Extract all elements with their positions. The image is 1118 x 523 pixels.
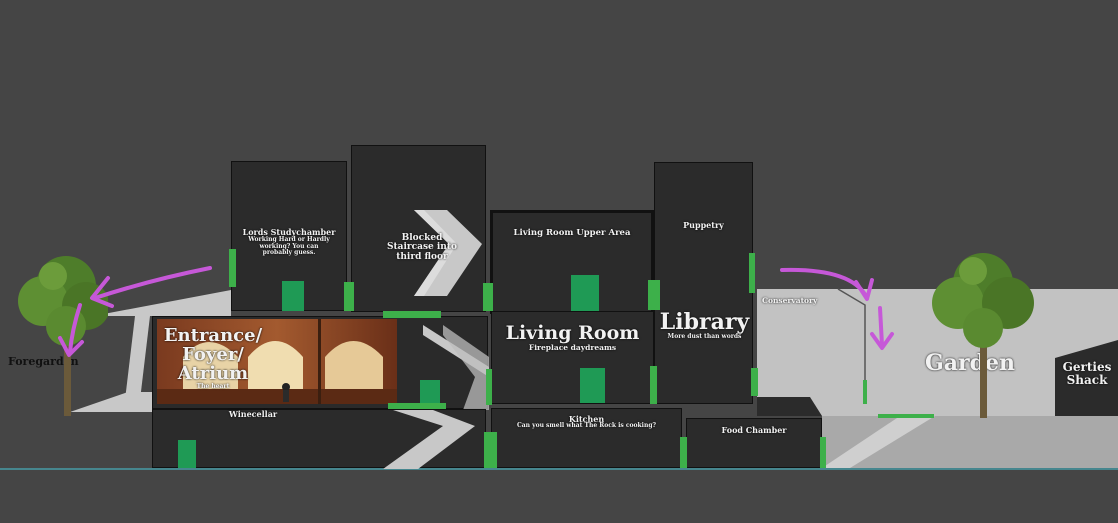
living-room-subtitle: Fireplace daydreams	[528, 342, 617, 352]
door-marker[interactable]	[751, 368, 758, 396]
foregarden-ramp-post	[125, 316, 150, 400]
blocked-staircase-label: Blocked Staircase into third floor	[386, 233, 457, 262]
door-block[interactable]	[178, 440, 196, 468]
door-marker[interactable]	[878, 414, 934, 418]
room-entrance-foyer-atrium[interactable]: Entrance/ Foyer/ Atrium The heart	[152, 316, 489, 410]
gerties-shack-label: Gerties Shack	[1062, 360, 1112, 387]
door-marker[interactable]	[229, 249, 236, 287]
tree-icon	[932, 253, 1034, 418]
lords-studychamber-label: Lords Studychamber Working Hard or Hardl…	[234, 228, 344, 256]
kitchen-label: Kitchen Can you smell what The Rock is c…	[492, 415, 681, 430]
winecellar-label: Winecellar	[228, 409, 278, 419]
door-marker[interactable]	[749, 253, 755, 293]
room-kitchen[interactable]: Kitchen Can you smell what The Rock is c…	[491, 408, 682, 468]
kitchen-subtitle: Can you smell what The Rock is cooking?	[516, 422, 657, 430]
door-marker[interactable]	[680, 437, 687, 468]
living-room-upper-label: Living Room Upper Area	[513, 228, 631, 238]
staircase-chevron-icon	[414, 210, 482, 296]
room-food-chamber[interactable]: Food Chamber	[686, 418, 822, 468]
door-block[interactable]	[571, 275, 599, 311]
gerties-shack-block	[1055, 340, 1118, 416]
foregarden-label: Foregarden	[8, 355, 79, 368]
door-marker[interactable]	[383, 311, 441, 318]
foyer-interior-image	[157, 319, 489, 410]
garden-label: Garden	[924, 350, 1015, 376]
conservatory-corner	[757, 397, 822, 416]
room-blocked-staircase[interactable]: Blocked Staircase into third floor	[351, 145, 486, 312]
door-marker[interactable]	[344, 282, 354, 311]
library-label: Library More dust than words	[655, 309, 754, 341]
door-marker[interactable]	[863, 380, 867, 404]
entrance-subtitle: The heart	[196, 382, 230, 390]
foregarden-area	[0, 316, 152, 412]
room-living-room[interactable]: Living Room Fireplace daydreams	[491, 311, 654, 404]
door-marker[interactable]	[650, 366, 657, 404]
door-block[interactable]	[420, 380, 440, 408]
kitchen-title: Kitchen	[568, 414, 605, 424]
roof-ramp	[93, 290, 231, 316]
conservatory-label: Conservatory	[762, 296, 818, 305]
library-title: Library	[659, 309, 750, 335]
library-subtitle: More dust than words	[667, 333, 742, 341]
conservatory-outline	[837, 288, 866, 402]
garden-ramp	[822, 416, 935, 468]
food-chamber-label: Food Chamber	[721, 425, 787, 435]
puppetry-label: Puppetry	[683, 220, 724, 230]
door-marker[interactable]	[648, 280, 660, 310]
door-marker[interactable]	[486, 369, 492, 405]
living-room-label: Living Room Fireplace daydreams	[492, 322, 653, 352]
entrance-title: Entrance/ Foyer/ Atrium	[163, 325, 263, 384]
door-block[interactable]	[282, 281, 304, 311]
door-marker[interactable]	[483, 283, 493, 311]
door-marker[interactable]	[820, 437, 826, 468]
room-winecellar[interactable]: Winecellar	[152, 409, 486, 469]
living-room-title: Living Room	[505, 322, 640, 344]
lords-studychamber-subtitle: Working Hard or Hardly working? You can …	[248, 236, 330, 256]
entrance-label: Entrance/ Foyer/ Atrium The heart	[161, 325, 265, 390]
door-block[interactable]	[580, 368, 605, 403]
door-marker[interactable]	[388, 403, 446, 409]
door-marker[interactable]	[484, 432, 497, 468]
room-library[interactable]: Library More dust than words	[654, 309, 754, 404]
winecellar-chevron-icon	[383, 410, 475, 469]
lords-studychamber-title: Lords Studychamber	[242, 227, 336, 237]
